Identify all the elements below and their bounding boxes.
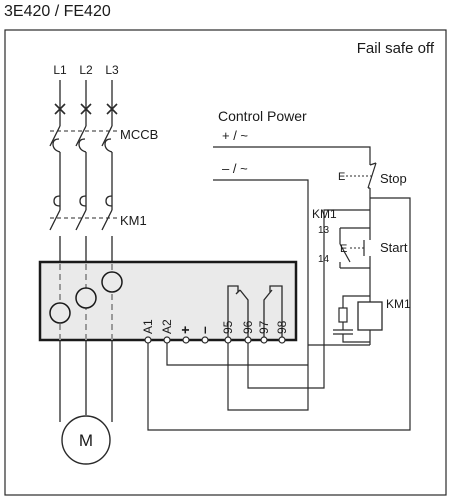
terminal-a1: A1	[141, 319, 155, 334]
breaker-trip-marks	[54, 103, 118, 115]
power-lines	[49, 80, 113, 262]
phase-label-l3: L3	[105, 63, 119, 77]
mode-label: Fail safe off	[357, 40, 435, 57]
terminal-minus: –	[196, 326, 212, 334]
aux-pin-14: 14	[318, 254, 330, 265]
breaker-label: MCCB	[120, 127, 158, 142]
supply-plus-label: + / ~	[222, 128, 248, 143]
contactor-coil	[357, 301, 383, 331]
control-wiring	[147, 146, 411, 431]
terminal-98: 98	[275, 320, 289, 334]
phase-label-l2: L2	[79, 63, 93, 77]
terminal-96: 96	[241, 320, 255, 334]
terminal-95: 95	[221, 320, 235, 334]
terminal-a2: A2	[160, 319, 174, 334]
contactor-label: KM1	[120, 213, 147, 228]
phase-labels: L1 L2 L3	[53, 63, 119, 77]
aux-contact-label: KM1	[312, 207, 337, 221]
contactor-hooks	[53, 195, 113, 207]
thyristor-circles	[49, 271, 123, 324]
start-pushbutton: E	[340, 243, 364, 255]
breaker-hooks	[52, 138, 113, 153]
terminal-labels: A1 A2 + – 95 96 97 98	[141, 319, 289, 334]
start-pushbutton-mark: E	[340, 243, 347, 255]
page-title: 3E420 / FE420	[4, 3, 111, 20]
coil-label: KM1	[386, 297, 411, 311]
motor-symbol	[61, 415, 111, 465]
motor-label: M	[79, 431, 93, 450]
supply-minus-label: – / ~	[222, 161, 248, 176]
start-label: Start	[380, 240, 408, 255]
stop-label: Stop	[380, 171, 407, 186]
relay-contacts	[227, 285, 283, 338]
aux-pin-13: 13	[318, 225, 330, 236]
terminal-circles	[144, 336, 286, 344]
control-power-label: Control Power	[218, 108, 307, 124]
motor-leads	[59, 340, 113, 422]
phase-label-l1: L1	[53, 63, 67, 77]
stop-pushbutton: E	[338, 171, 372, 183]
coil-suppressor	[333, 295, 370, 343]
terminal-97: 97	[257, 320, 271, 334]
terminal-plus: +	[177, 326, 193, 334]
stop-pushbutton-mark: E	[338, 171, 345, 183]
